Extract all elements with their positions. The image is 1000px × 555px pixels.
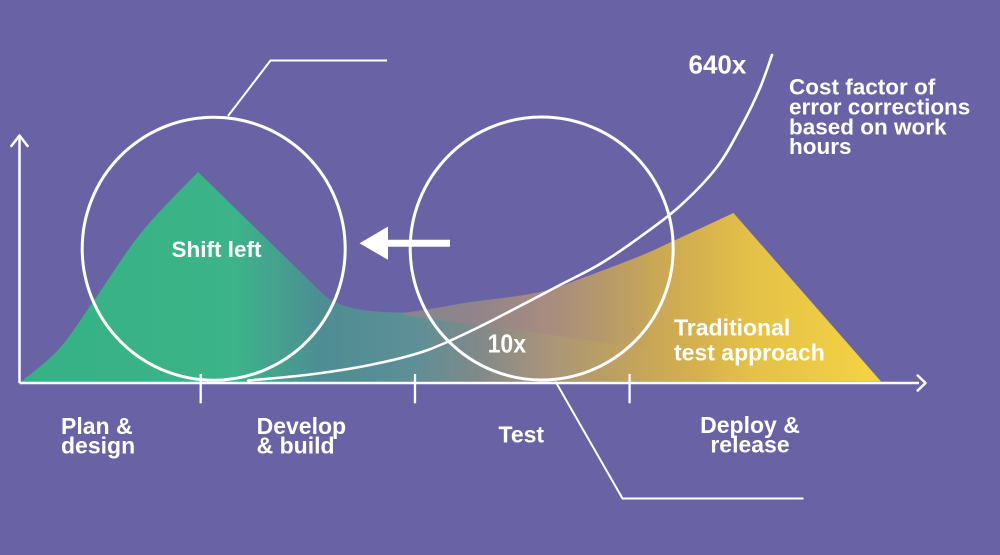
svg-text:Test: Test [499,421,545,447]
svg-text:640x: 640x [689,50,747,80]
svg-text:Shift left: Shift left [172,237,262,262]
svg-text:10x: 10x [488,329,527,359]
svg-text:Deploy &release: Deploy &release [700,412,800,458]
svg-text:Develop& build: Develop& build [257,413,346,459]
svg-text:Plan &design: Plan &design [61,413,135,459]
